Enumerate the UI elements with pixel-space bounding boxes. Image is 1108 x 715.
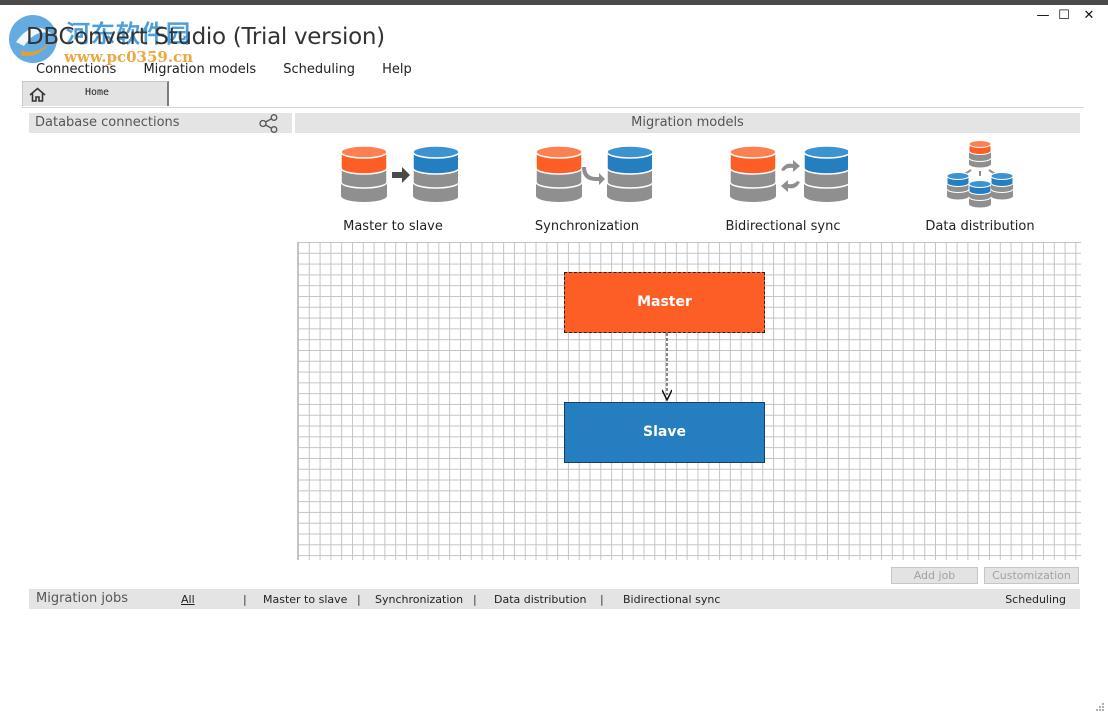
- tab-home-label: Home: [85, 87, 110, 98]
- model-bidirectional-sync[interactable]: Bidirectional sync: [698, 140, 868, 240]
- database-connections-title: Database connections: [35, 115, 180, 130]
- add-job-button[interactable]: Add job: [891, 567, 978, 584]
- watermark-text: 河东软件园: [66, 19, 191, 48]
- watermark: 河东软件园 www.pc0359.cn: [4, 10, 204, 66]
- synchronization-icon: [535, 145, 652, 202]
- filter-master-to-slave[interactable]: Master to slave: [263, 593, 348, 606]
- watermark-url: www.pc0359.cn: [64, 48, 194, 66]
- slave-node[interactable]: Slave: [564, 402, 765, 463]
- filter-synchronization[interactable]: Synchronization: [375, 593, 464, 606]
- customization-button[interactable]: Customization: [984, 567, 1079, 584]
- tab-home[interactable]: Home: [22, 81, 169, 106]
- filter-bidirectional-sync[interactable]: Bidirectional sync: [623, 593, 721, 606]
- model-label: Data distribution: [925, 219, 1035, 234]
- database-connections-header: Database connections: [29, 113, 292, 133]
- migration-models-title: Migration models: [631, 115, 744, 130]
- home-icon: [29, 87, 46, 102]
- filter-separator: |: [243, 593, 247, 606]
- menu-connections[interactable]: Connections: [36, 62, 117, 77]
- bidirectional-sync-icon: [729, 145, 848, 202]
- data-distribution-icon: [946, 140, 1014, 208]
- master-node[interactable]: Master: [564, 272, 765, 333]
- menu-help[interactable]: Help: [382, 62, 412, 77]
- scheduling-link[interactable]: Scheduling: [1005, 593, 1066, 606]
- model-label: Synchronization: [534, 219, 640, 234]
- model-synchronization[interactable]: Synchronization: [502, 140, 672, 240]
- model-master-to-slave[interactable]: Master to slave: [308, 140, 478, 240]
- model-label: Bidirectional sync: [725, 219, 841, 234]
- resize-grip-icon[interactable]: [1095, 702, 1105, 712]
- close-button[interactable]: ✕: [1083, 8, 1095, 23]
- menu-bar: Connections Migration models Scheduling …: [26, 58, 432, 78]
- master-to-slave-icon: [340, 145, 458, 202]
- filter-all[interactable]: All: [181, 593, 195, 606]
- share-icon[interactable]: [259, 114, 279, 133]
- migration-jobs-bar: Migration jobs All | Master to slave | S…: [29, 589, 1080, 609]
- model-label: Master to slave: [343, 219, 443, 234]
- maximize-button[interactable]: ☐: [1058, 8, 1070, 23]
- menu-migration-models[interactable]: Migration models: [143, 62, 257, 77]
- filter-data-distribution[interactable]: Data distribution: [494, 593, 587, 606]
- migration-jobs-title: Migration jobs: [36, 591, 129, 606]
- watermark-logo-icon: [9, 15, 57, 63]
- filter-separator: |: [600, 593, 604, 606]
- filter-separator: |: [473, 593, 477, 606]
- model-data-distribution[interactable]: Data distribution: [895, 140, 1065, 240]
- app-title: DBConvert Studio (Trial version): [26, 24, 385, 50]
- minimize-button[interactable]: —: [1036, 8, 1050, 23]
- menu-scheduling[interactable]: Scheduling: [283, 62, 356, 77]
- tab-strip: Home: [22, 81, 1084, 108]
- filter-separator: |: [357, 593, 361, 606]
- connector-arrow: [662, 333, 672, 402]
- migration-models-header: Migration models: [295, 113, 1080, 133]
- window-top-border: [0, 0, 1108, 5]
